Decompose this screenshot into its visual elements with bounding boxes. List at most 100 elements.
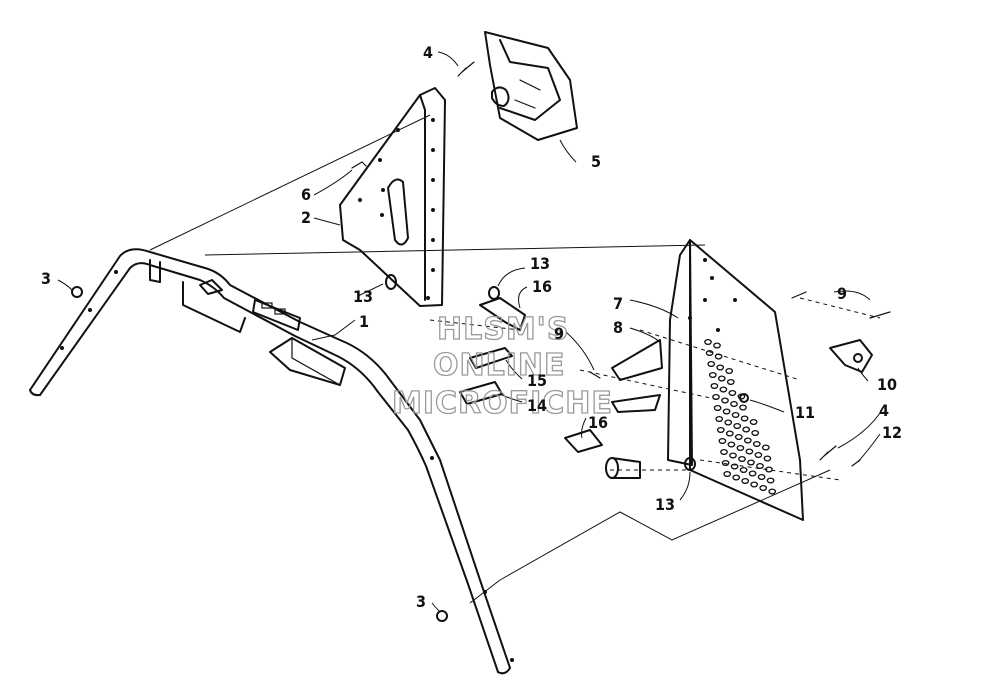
perforation-hole [745,448,754,455]
callout-12: 12 [882,423,902,442]
perforation-hole [739,466,748,474]
perforation-hole [716,364,725,371]
watermark-line-2: ONLINE [433,348,566,383]
plate-7-perforations [704,338,777,495]
perforation-hole [754,451,763,459]
perforation-hole [712,393,720,401]
clamp-10 [829,339,873,373]
perforation-hole [723,470,732,478]
callout-13-left: 13 [353,287,373,306]
perforation-hole [738,455,746,463]
cable-9a-end [791,291,807,299]
perforation-hole [756,462,764,470]
callout-10: 10 [877,375,897,394]
perforation-hole [742,426,751,433]
screw-4a [457,61,475,77]
callout-3-lower: 3 [416,592,426,611]
perforation-hole [724,419,733,426]
perforation-hole [730,400,738,408]
callout-16-upper: 16 [532,277,552,296]
bracket-16b [564,429,603,453]
perforation-hole [725,367,734,375]
perforation-hole [705,349,714,357]
callout-13-mid: 13 [530,254,550,273]
part-7-side-plate [667,239,804,521]
perforation-hole [759,484,768,492]
callout-4-upper: 4 [423,43,433,62]
perforation-hole [750,481,759,488]
perforation-hole [739,404,747,411]
callout-2: 2 [301,208,311,227]
perforation-hole [726,378,735,386]
callout-16-lower: 16 [588,413,608,432]
perforation-hole [747,459,755,466]
nut-3a [71,286,83,298]
reference-lines [149,114,881,604]
perforation-hole [743,437,752,444]
plate-2-rivets [358,118,435,300]
perforation-hole [722,408,731,415]
perforation-hole [713,404,722,412]
perforation-hole [734,433,743,441]
perforation-hole [725,430,734,437]
callout-3-upper: 3 [41,269,51,288]
perforation-hole [714,353,723,360]
bushing-13b [488,286,500,300]
rivet-6 [351,161,367,169]
callout-7: 7 [613,294,623,313]
perforation-hole [713,342,721,349]
perforation-hole [721,397,729,404]
perforation-hole [761,444,770,451]
callout-6: 6 [301,185,311,204]
perforation-hole [731,411,740,419]
part-2-side-plate [339,87,446,307]
screw-4b [819,445,837,461]
perforation-hole [729,452,737,459]
callout-13-right: 13 [655,495,675,514]
perforation-hole [765,466,773,473]
perforation-hole [752,440,761,448]
perforation-hole [707,360,716,368]
callout-11: 11 [795,403,815,422]
callout-9-mid: 9 [554,324,564,343]
callout-4-lower: 4 [879,401,889,420]
callout-9-right: 9 [837,284,847,303]
callout-14: 14 [527,396,547,415]
perforation-hole [728,389,737,397]
perforation-hole [719,386,728,393]
callout-8: 8 [613,318,623,337]
perforation-hole [748,470,757,477]
washer-11 [739,393,749,403]
perforation-hole [749,418,758,426]
perforation-hole [710,382,719,390]
watermark: HLSM'S ONLINE MICROFICHE [391,311,613,421]
perforation-hole [733,422,742,430]
perforation-hole [740,415,749,422]
perforation-hole [721,459,730,467]
perforation-hole [716,426,725,434]
callout-1: 1 [359,312,369,331]
bushing-13c [684,457,696,471]
perforation-hole [751,429,760,437]
nut-3b [436,610,448,622]
perforation-hole [730,463,739,470]
perforation-hole [720,448,728,456]
perforation-hole [736,444,745,452]
bushing-13a [385,274,397,290]
callout-labels: 1 2 3 3 4 4 5 6 7 8 9 9 10 11 12 13 13 1… [41,43,902,611]
perforation-hole [704,338,712,346]
part-5-shroud [484,31,578,141]
wedge-8 [611,339,663,381]
perforation-hole [708,371,717,379]
part-1-tube [29,248,514,675]
bracket-16a [479,297,526,331]
watermark-line-3: MICROFICHE [392,386,613,421]
perforation-hole [727,441,736,448]
perforation-hole [732,474,741,481]
callout-leaders [57,51,883,613]
callout-5: 5 [591,152,601,171]
perforation-hole [766,477,775,484]
perforation-hole [768,488,777,495]
plate-14 [459,381,503,405]
